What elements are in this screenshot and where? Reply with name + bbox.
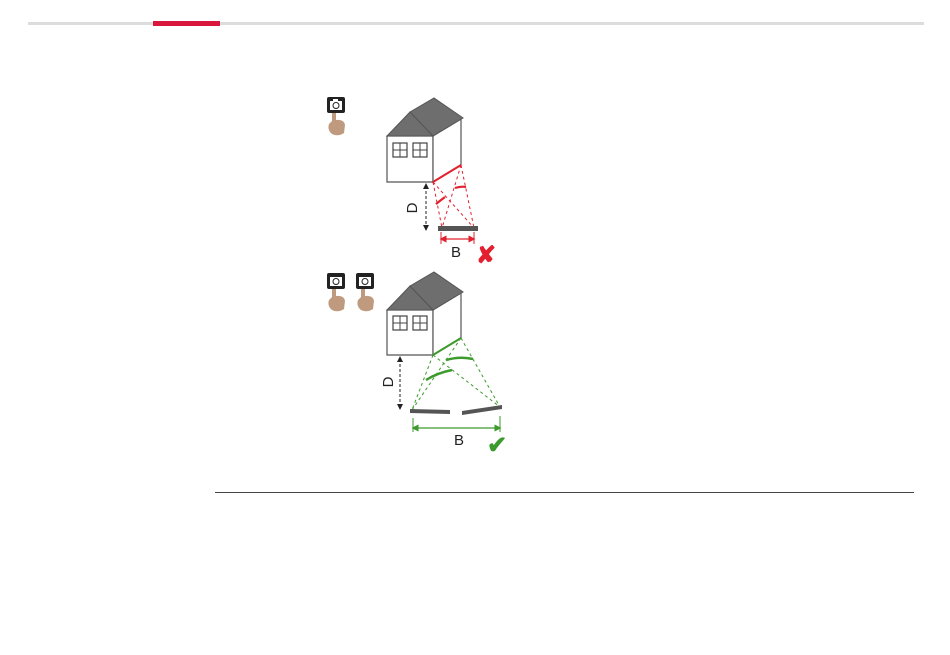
cross-icon: ✘ [476,242,496,269]
distance-label: D [404,202,421,213]
distance-label: D [380,376,397,387]
top-panel: D B ✘ [327,97,496,269]
camera-hand-icon [327,97,345,135]
hand-icon [328,113,345,135]
camera-hand-icon [356,273,374,311]
camera-hand-icon [327,273,345,311]
hand-icon [357,289,374,311]
ground-strip [410,409,450,414]
baseline-label: B [451,244,461,261]
footer-rule [215,492,914,493]
bottom-panel: D B ✔ [327,272,507,459]
check-icon: ✔ [487,432,507,459]
house [387,98,463,182]
baseline-label: B [454,432,464,449]
hand-icon [328,289,345,311]
ground-strip [438,226,478,231]
ground-strip [462,405,502,415]
